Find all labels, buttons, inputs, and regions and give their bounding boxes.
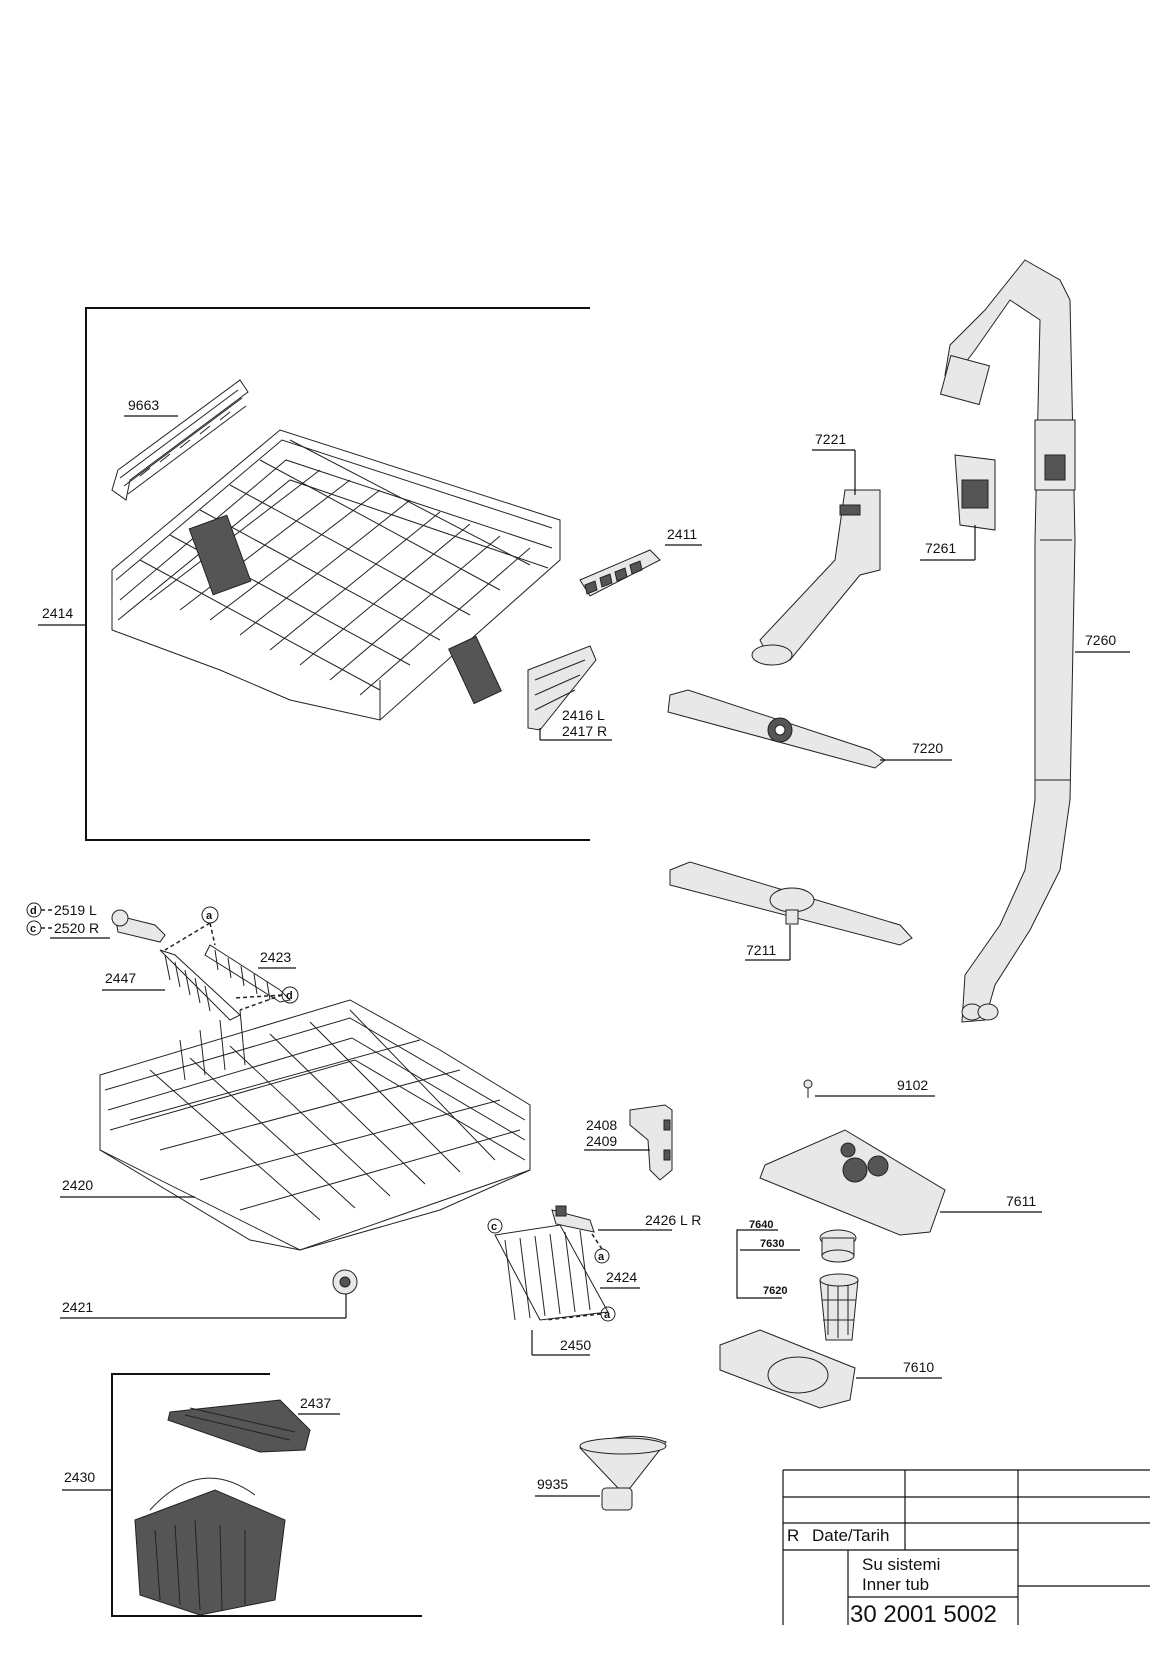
label-2421: 2421 bbox=[62, 1299, 93, 1315]
label-2408: 2408 bbox=[586, 1117, 617, 1133]
title-block-title-tr: Su sistemi bbox=[862, 1555, 940, 1574]
label-7220: 7220 bbox=[912, 740, 943, 756]
label-2414: 2414 bbox=[42, 605, 73, 621]
label-2409: 2409 bbox=[586, 1133, 617, 1149]
callout-a-2: a bbox=[598, 1251, 605, 1263]
label-7640: 7640 bbox=[749, 1219, 773, 1231]
label-2520: 2520 R bbox=[54, 920, 99, 936]
label-2437: 2437 bbox=[300, 1395, 331, 1411]
label-7620: 7620 bbox=[763, 1285, 787, 1297]
label-7630: 7630 bbox=[760, 1238, 784, 1250]
label-2420: 2420 bbox=[62, 1177, 93, 1193]
label-7261: 7261 bbox=[925, 540, 956, 556]
filter-group: 9102 7611 7640 7630 7620 7610 9935 bbox=[535, 1077, 1042, 1511]
title-block-drawing-number: 30 2001 5002 bbox=[850, 1601, 997, 1628]
label-7610: 7610 bbox=[903, 1359, 934, 1375]
label-7221: 7221 bbox=[815, 431, 846, 447]
label-2424: 2424 bbox=[606, 1269, 637, 1285]
callout-a-1: a bbox=[206, 910, 213, 922]
label-7260: 7260 bbox=[1085, 632, 1116, 648]
label-7211: 7211 bbox=[746, 942, 776, 958]
callout-a-3: a bbox=[604, 1309, 611, 1321]
label-2411: 2411 bbox=[667, 526, 697, 542]
title-block-date: Date/Tarih bbox=[812, 1526, 889, 1545]
title-block-revision: R bbox=[787, 1526, 799, 1545]
label-7611: 7611 bbox=[1006, 1193, 1036, 1209]
title-block: R Date/Tarih Su sistemi Inner tub 30 200… bbox=[782, 1469, 1150, 1628]
label-2423: 2423 bbox=[260, 949, 291, 965]
title-block-title-en: Inner tub bbox=[862, 1575, 929, 1594]
callout-d-2: d bbox=[286, 990, 293, 1002]
label-9935: 9935 bbox=[537, 1476, 568, 1492]
spray-arm-assembly: 7221 7261 7260 7220 7211 bbox=[667, 259, 1130, 1023]
knife-shelf-9663 bbox=[119, 389, 247, 495]
lower-basket-2420 bbox=[99, 999, 531, 1251]
callout-c-1: c bbox=[30, 923, 36, 935]
fold-rack-2447 bbox=[159, 949, 241, 1021]
part-2416-2417: 2416 L 2417 R bbox=[527, 645, 612, 741]
label-2519: 2519 L bbox=[54, 902, 97, 918]
label-2430: 2430 bbox=[64, 1469, 95, 1485]
callout-c-2: c bbox=[491, 1221, 497, 1233]
label-2447: 2447 bbox=[105, 970, 136, 986]
lower-basket-group: d c 2519 L 2520 R a d 2423 2447 bbox=[26, 902, 701, 1356]
label-2416: 2416 L bbox=[562, 707, 605, 723]
label-2417: 2417 R bbox=[562, 723, 607, 739]
fold-rack-2424 bbox=[494, 1224, 609, 1321]
part-2411: 2411 bbox=[579, 526, 702, 597]
label-2450: 2450 bbox=[560, 1337, 591, 1353]
upper-basket-2414 bbox=[111, 429, 561, 721]
callout-d-1: d bbox=[30, 905, 37, 917]
cutlery-basket-group: 2430 2437 bbox=[62, 1373, 422, 1617]
upper-basket-group: 2414 9663 2411 bbox=[38, 307, 702, 841]
label-9102: 9102 bbox=[897, 1077, 928, 1093]
label-9663: 9663 bbox=[128, 397, 159, 413]
label-2426: 2426 L R bbox=[645, 1212, 701, 1228]
